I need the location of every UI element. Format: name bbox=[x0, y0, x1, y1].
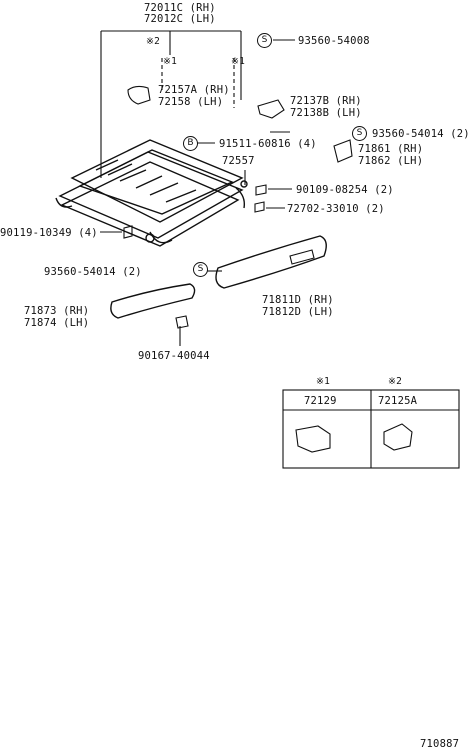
inset-part-72125a-shape bbox=[383, 423, 413, 451]
label-71812: 71812D (LH) bbox=[262, 306, 334, 318]
screw-90109 bbox=[255, 184, 267, 196]
screw-72702 bbox=[254, 201, 265, 213]
header-rh-label: 72011C (RH) bbox=[144, 2, 216, 14]
circle-b: B bbox=[183, 136, 198, 151]
label-71861: 71861 (RH) bbox=[358, 143, 424, 155]
inset-grid bbox=[283, 390, 459, 468]
label-72138: 72138B (LH) bbox=[290, 107, 362, 119]
circle-s-top: S bbox=[257, 33, 272, 48]
label-93560-54008: 93560-54008 bbox=[298, 35, 370, 47]
mark-1-left: ※1 bbox=[163, 56, 178, 67]
header-bracket bbox=[100, 30, 242, 178]
label-71862: 71862 (LH) bbox=[358, 155, 424, 167]
part-71811-window bbox=[289, 249, 315, 265]
label-90167: 90167-40044 bbox=[138, 350, 210, 362]
label-93560-54014b: 93560-54014 (2) bbox=[44, 266, 142, 278]
mark-1-right: ※1 bbox=[231, 56, 246, 67]
label-72557: 72557 bbox=[222, 155, 255, 167]
label-93560-54014a: 93560-54014 (2) bbox=[372, 128, 470, 140]
label-72702: 72702-33010 (2) bbox=[287, 203, 385, 215]
label-72157: 72157A (RH) bbox=[158, 84, 230, 96]
circle-s-mid: S bbox=[352, 126, 367, 141]
inset-col1-mark: ※1 bbox=[316, 376, 331, 387]
screw-90119 bbox=[123, 225, 133, 239]
mark-2: ※2 bbox=[146, 36, 161, 47]
dashed-leaders bbox=[161, 58, 235, 108]
label-72137: 72137B (RH) bbox=[290, 95, 362, 107]
screw-90167 bbox=[175, 315, 189, 329]
inset-col2-part: 72125A bbox=[378, 395, 418, 407]
circle-s-low: S bbox=[193, 262, 208, 277]
part-71873-shape bbox=[110, 283, 196, 319]
label-71811: 71811D (RH) bbox=[262, 294, 334, 306]
header-lh-label: 72012C (LH) bbox=[144, 13, 216, 25]
label-90109: 90109-08254 (2) bbox=[296, 184, 394, 196]
label-91511: 91511-60816 (4) bbox=[219, 138, 317, 150]
seat-track-frame bbox=[55, 139, 248, 247]
inset-part-72129-shape bbox=[295, 425, 331, 453]
label-71873: 71873 (RH) bbox=[24, 305, 90, 317]
part-72157-shape bbox=[127, 85, 151, 105]
inset-col2-mark: ※2 bbox=[388, 376, 403, 387]
part-71811-shape bbox=[215, 235, 327, 289]
part-71861-shape bbox=[333, 139, 353, 163]
inset-col1-part: 72129 bbox=[304, 395, 337, 407]
footer-code: 710887 bbox=[420, 738, 460, 750]
label-72158: 72158 (LH) bbox=[158, 96, 224, 108]
part-72137-shape bbox=[257, 99, 285, 119]
label-90119: 90119-10349 (4) bbox=[0, 227, 98, 239]
label-71874: 71874 (LH) bbox=[24, 317, 90, 329]
